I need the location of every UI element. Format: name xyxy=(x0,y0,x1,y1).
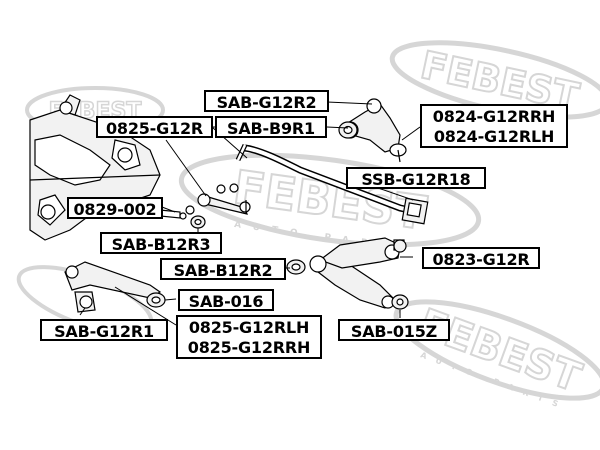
label-sab-015z: SAB-015Z xyxy=(338,319,450,341)
label-sab-016: SAB-016 xyxy=(178,289,274,311)
label-sab-g12r1: SAB-G12R1 xyxy=(40,319,168,341)
label-ssb-g12r18: SSB-G12R18 xyxy=(346,167,486,189)
label-0824-g12rlh: 0824-G12RLH xyxy=(433,127,555,146)
label-0824-g12rrh-0824-g12rlh: 0824-G12RRH 0824-G12RLH xyxy=(420,104,568,148)
watermark-center: FEBEST AUTO PARTS xyxy=(178,152,482,255)
subframe-assembly xyxy=(29,94,161,241)
label-0825-g12r: 0825-G12R xyxy=(96,116,213,138)
label-0824-g12rrh: 0824-G12RRH xyxy=(432,107,556,126)
label-0823-g12r: 0823-G12R xyxy=(422,247,540,269)
bushings xyxy=(146,121,409,310)
label-0825-g12rlh: 0825-G12RLH xyxy=(188,318,310,337)
label-sab-g12r2: SAB-G12R2 xyxy=(204,90,329,112)
watermark-right: FEBEST AUTO PARTS xyxy=(393,299,600,412)
trailing-arm xyxy=(64,261,162,313)
label-0825-g12rrh: 0825-G12RRH xyxy=(187,338,311,357)
label-sab-b12r3: SAB-B12R3 xyxy=(100,232,222,254)
label-sab-b9r1: SAB-B9R1 xyxy=(215,116,327,138)
label-sab-b12r2: SAB-B12R2 xyxy=(160,258,286,280)
label-0829-002: 0829-002 xyxy=(67,197,163,219)
lower-control-arm xyxy=(309,237,405,309)
label-0825-g12rlh-0825-g12rrh: 0825-G12RLH 0825-G12RRH xyxy=(176,315,322,359)
